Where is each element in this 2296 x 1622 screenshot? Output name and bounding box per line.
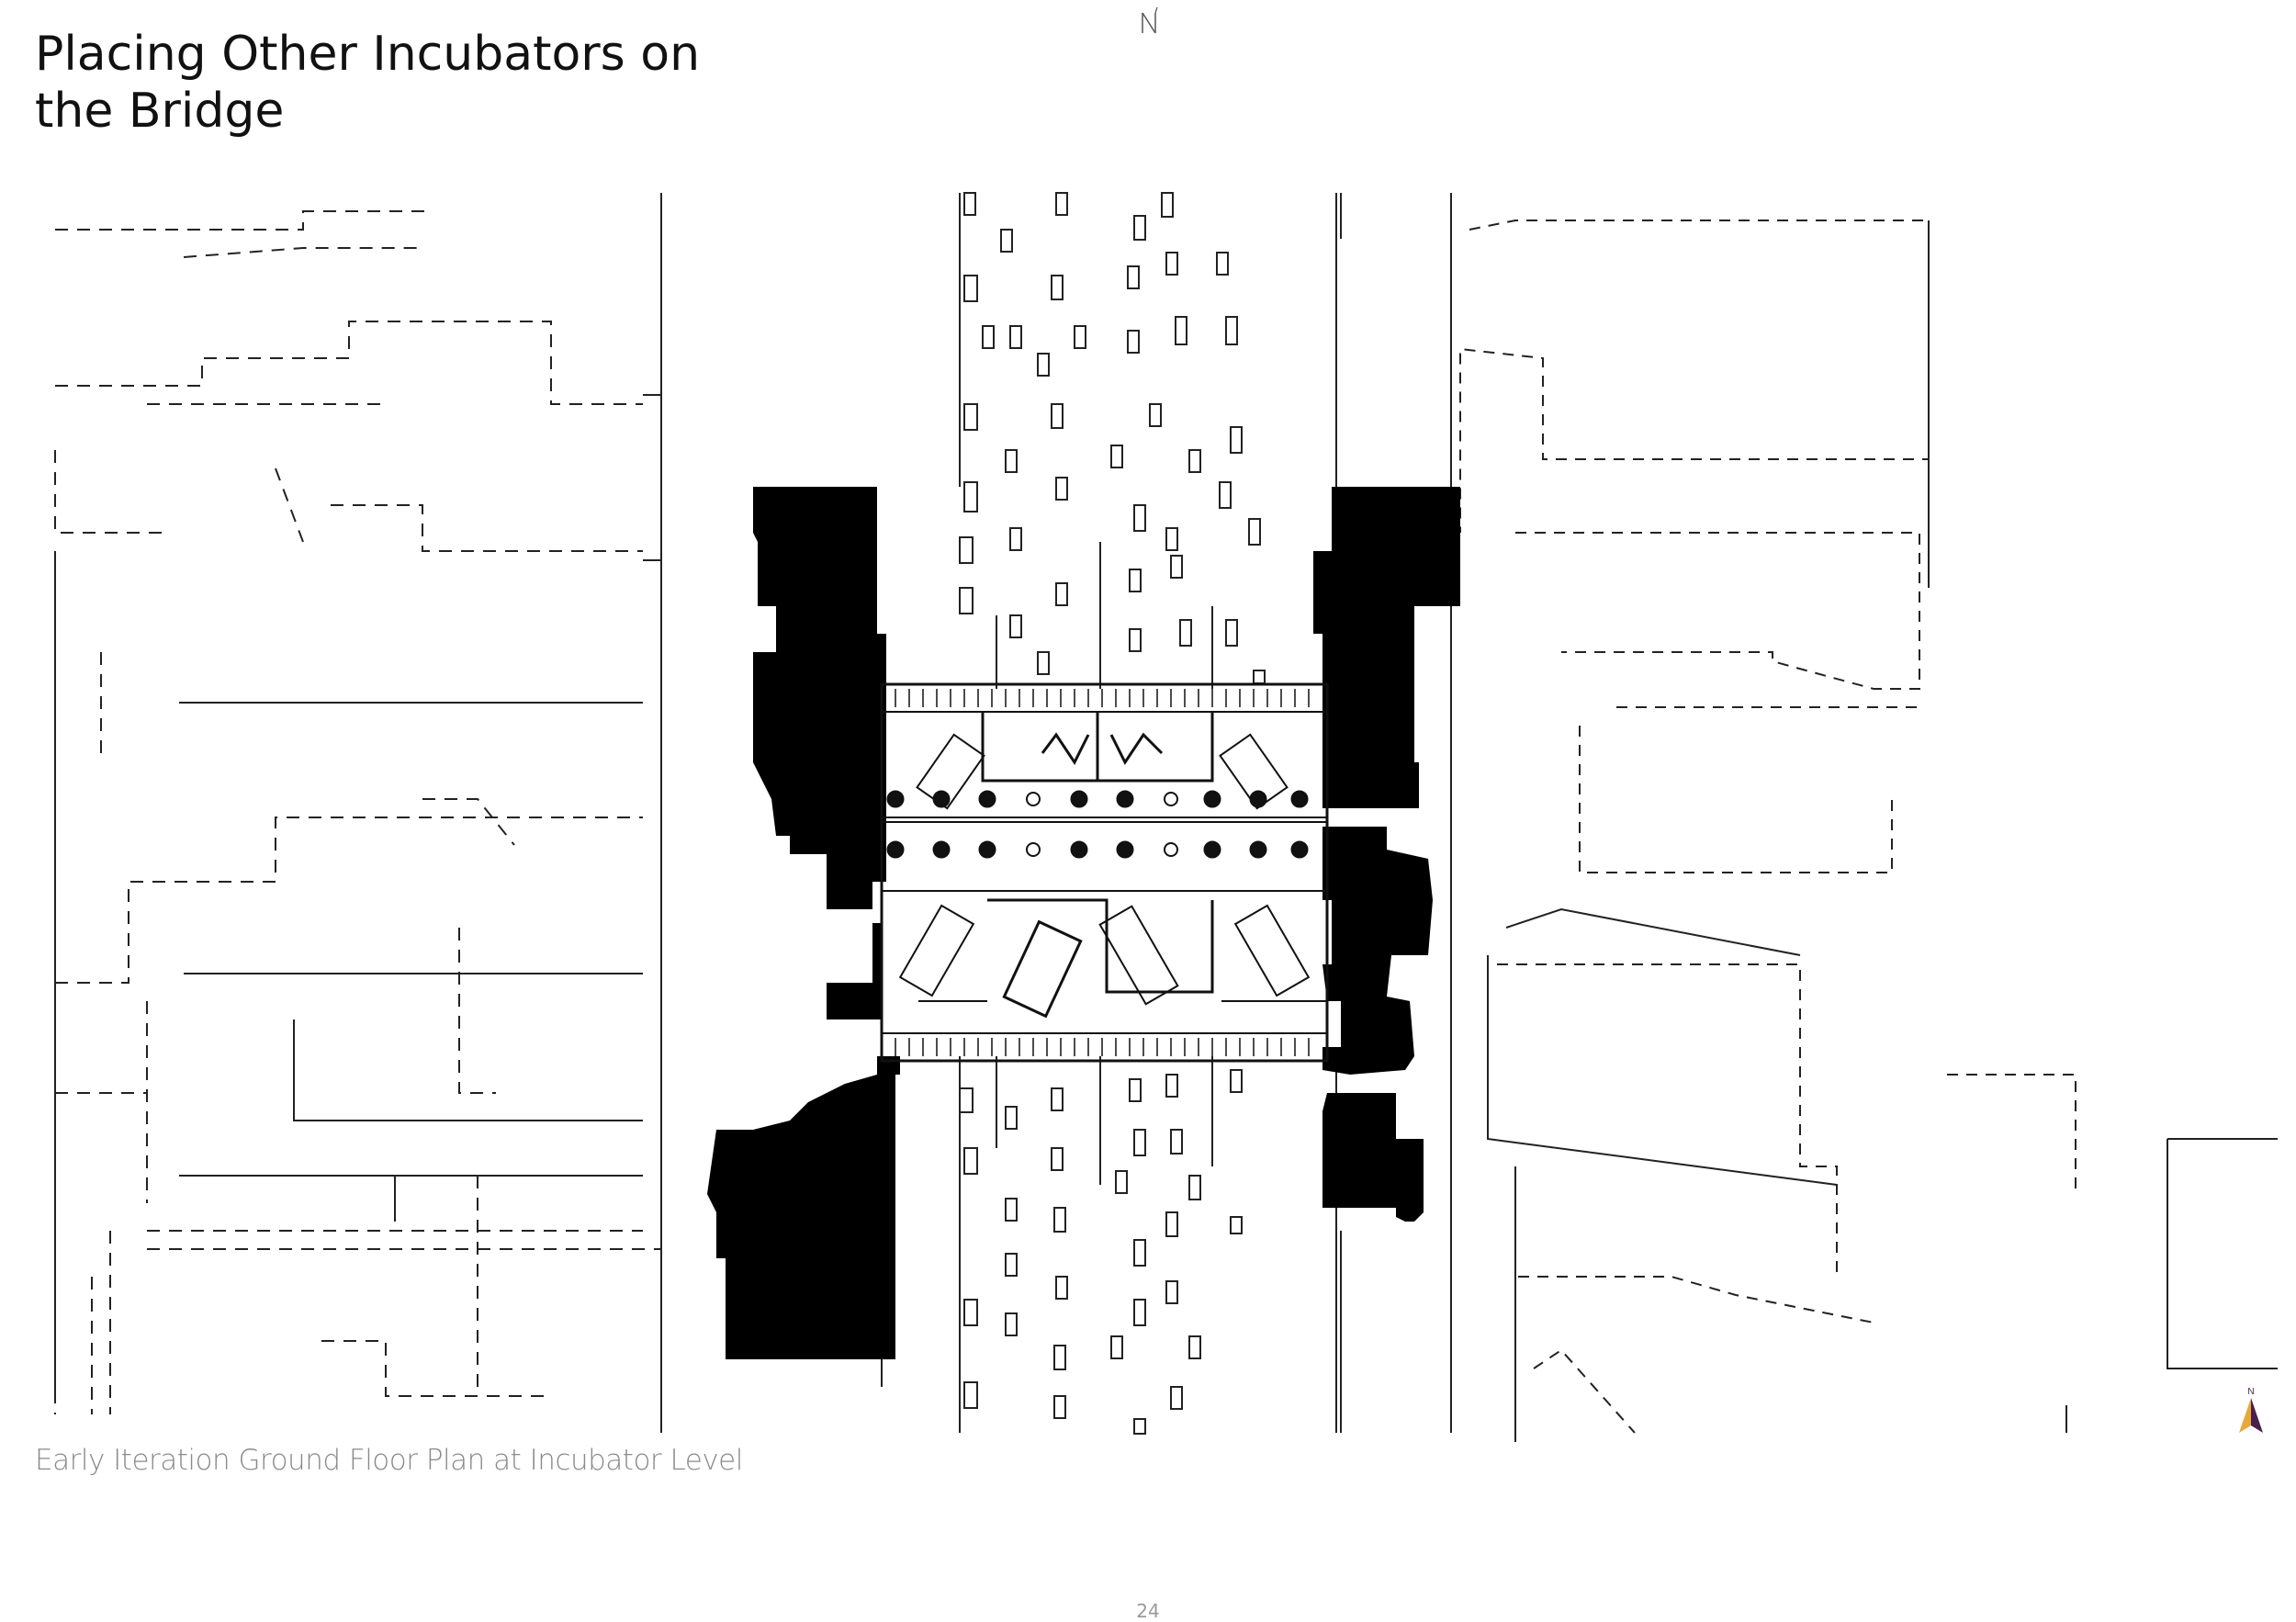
solid-buildings	[707, 487, 1460, 1359]
vehicles	[959, 192, 1266, 1435]
page-title: Placing Other Incubators on the Bridge	[35, 27, 701, 139]
trees	[886, 790, 1309, 859]
north-mark-icon	[1142, 6, 1158, 34]
north-arrow-icon: N	[2239, 1387, 2263, 1433]
floor-plan-drawing	[54, 192, 2278, 1442]
left-context-buildings	[54, 210, 661, 1414]
page-number: 24	[1136, 1600, 1160, 1622]
plan-caption: Early Iteration Ground Floor Plan at Inc…	[35, 1444, 743, 1477]
north-arrow-label: N	[2247, 1387, 2254, 1397]
right-context-buildings	[1459, 220, 2077, 1434]
bridge-incubator-plan	[880, 682, 1329, 1063]
